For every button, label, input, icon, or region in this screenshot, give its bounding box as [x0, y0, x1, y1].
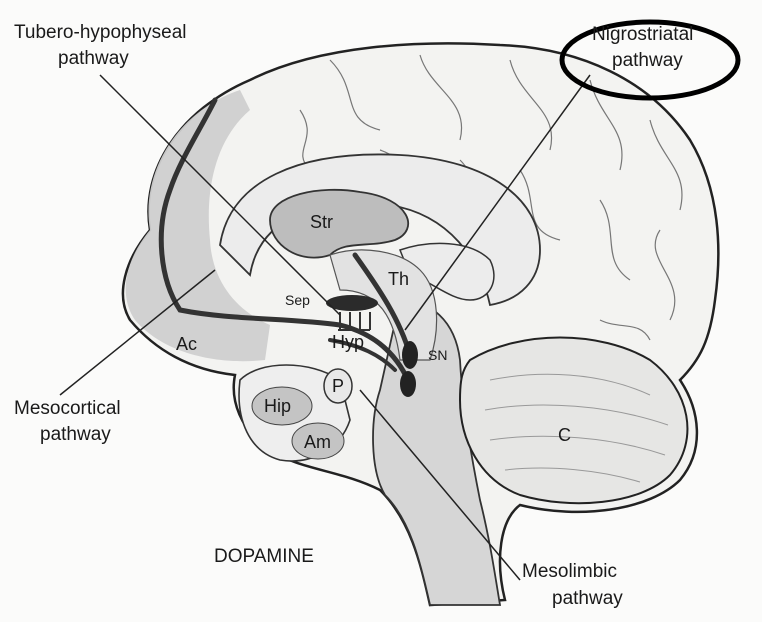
- mesocortical-label-line2: pathway: [40, 424, 111, 445]
- region-hyp-label: Hyp: [332, 332, 364, 352]
- vta-blob: [400, 371, 416, 397]
- region-am-label: Am: [304, 432, 331, 452]
- nigro-label-line1: Nigrostriatal: [592, 24, 693, 45]
- region-p-label: P: [332, 376, 344, 396]
- diagram-title: DOPAMINE: [214, 546, 314, 567]
- mesocortical-label-line1: Mesocortical: [14, 398, 121, 419]
- substantia-nigra-blob: [402, 341, 418, 369]
- region-ac-label: Ac: [176, 334, 197, 354]
- nigro-label-line2: pathway: [612, 50, 683, 71]
- tubero-label-line1: Tubero-hypophyseal: [14, 22, 187, 43]
- region-sn-label: SN: [428, 347, 447, 363]
- region-str-label: Str: [310, 212, 333, 232]
- region-th-label: Th: [388, 269, 409, 289]
- region-sep-label: Sep: [285, 292, 310, 308]
- region-c-label: C: [558, 425, 571, 445]
- region-hip-label: Hip: [264, 396, 291, 416]
- mesolimbic-label-line2: pathway: [552, 588, 623, 609]
- mesolimbic-label-line1: Mesolimbic: [522, 561, 617, 582]
- tubero-label-line2: pathway: [58, 48, 129, 69]
